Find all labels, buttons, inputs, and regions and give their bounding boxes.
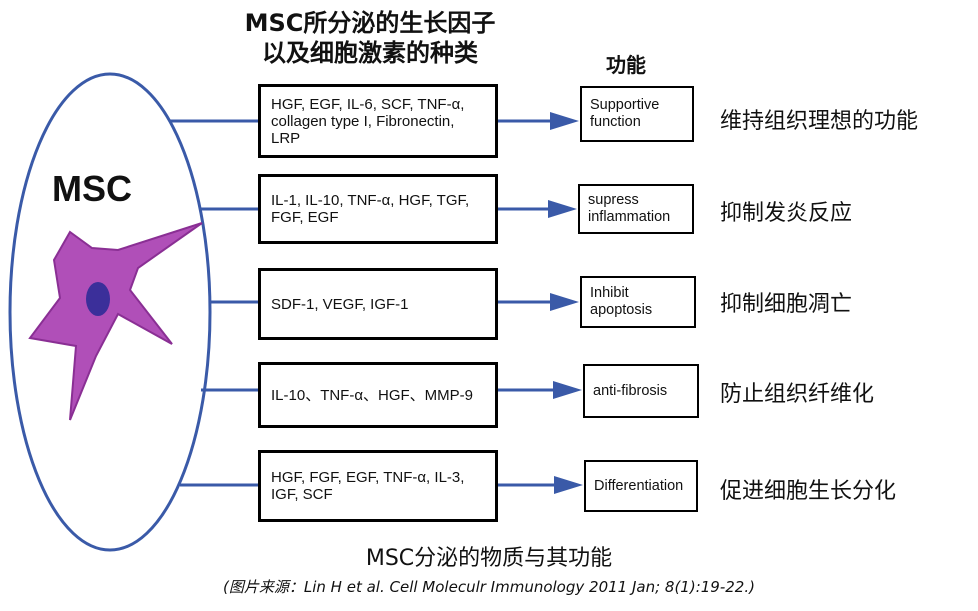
function-en-2: supress inflammation [588, 192, 671, 225]
function-box-5: Differentiation [584, 460, 698, 512]
msc-outline [8, 72, 212, 552]
arrow-head-2 [548, 200, 577, 218]
arrow-head-3 [550, 293, 579, 311]
function-en-5: Differentiation [594, 477, 684, 494]
function-en-3: Inhibit apoptosis [590, 285, 653, 318]
factor-text-2: IL-1, IL-10, TNF-α, HGF, TGF, FGF, EGF [271, 192, 470, 226]
factor-text-5: HGF, FGF, EGF, TNF-α, IL-3, IGF, SCF [271, 469, 465, 503]
arrow-head-1 [550, 112, 579, 130]
factor-box-4: IL-10、TNF-α、HGF、MMP-9 [258, 362, 498, 428]
source-citation: (图片来源：Lin H et al. Cell Moleculr Immunol… [223, 578, 755, 596]
function-cn-1: 维持组织理想的功能 [720, 109, 919, 134]
function-box-1: Supportive function [580, 86, 694, 142]
function-header: 功能 [606, 53, 646, 77]
function-en-1: Supportive function [590, 97, 660, 130]
factor-text-3: SDF-1, VEGF, IGF-1 [271, 295, 409, 313]
function-cn-4: 防止组织纤维化 [720, 382, 875, 407]
caption: MSC分泌的物质与其功能 [365, 546, 613, 571]
arrow-head-5 [554, 476, 583, 494]
msc-cell-body [28, 222, 203, 421]
factor-text-1: HGF, EGF, IL-6, SCF, TNF-α, collagen typ… [271, 95, 465, 147]
title-line-2: 以及细胞激素的种类 [262, 39, 478, 67]
function-cn-5: 促进细胞生长分化 [720, 479, 897, 504]
function-box-3: Inhibit apoptosis [580, 276, 696, 328]
title-line-1: MSC所分泌的生长因子 [244, 9, 496, 37]
function-box-2: supress inflammation [578, 184, 694, 234]
function-box-4: anti-fibrosis [583, 364, 699, 418]
arrow-head-4 [553, 381, 582, 399]
factor-text-4: IL-10、TNF-α、HGF、MMP-9 [271, 386, 474, 404]
factor-box-2: IL-1, IL-10, TNF-α, HGF, TGF, FGF, EGF [258, 174, 498, 244]
function-cn-3: 抑制细胞凋亡 [720, 292, 853, 317]
factor-box-5: HGF, FGF, EGF, TNF-α, IL-3, IGF, SCF [258, 450, 498, 522]
msc-nucleus [86, 282, 110, 316]
msc-label: MSC [52, 168, 132, 209]
function-en-4: anti-fibrosis [593, 382, 668, 399]
function-cn-2: 抑制发炎反应 [720, 201, 853, 226]
title: MSC所分泌的生长因子 以及细胞激素的种类 [200, 8, 540, 68]
factor-box-1: HGF, EGF, IL-6, SCF, TNF-α, collagen typ… [258, 84, 498, 158]
factor-box-3: SDF-1, VEGF, IGF-1 [258, 268, 498, 340]
